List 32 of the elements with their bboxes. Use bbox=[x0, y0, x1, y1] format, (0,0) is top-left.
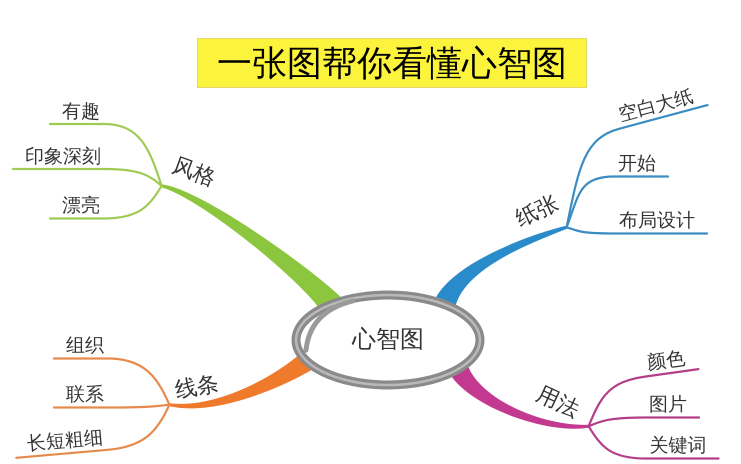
branch-line bbox=[588, 425, 720, 460]
branch-line bbox=[566, 175, 670, 228]
branch-label: 风格 bbox=[170, 154, 218, 190]
center-label: 心智图 bbox=[352, 328, 424, 352]
leaf-label: 图片 bbox=[649, 396, 687, 414]
branch-line bbox=[588, 416, 700, 428]
branch-label: 纸张 bbox=[512, 192, 562, 230]
branch-line bbox=[588, 368, 700, 428]
branch-line bbox=[48, 184, 163, 220]
leaf-label: 联系 bbox=[66, 386, 104, 404]
branch-line bbox=[52, 404, 170, 409]
leaf-label: 关键词 bbox=[650, 436, 706, 456]
leaf-label: 开始 bbox=[618, 154, 656, 174]
leaf-label: 布局设计 bbox=[619, 212, 695, 230]
branch-line bbox=[15, 404, 170, 459]
branch-label: 线条 bbox=[173, 372, 221, 402]
leaf-label: 漂亮 bbox=[62, 196, 100, 216]
branch-line bbox=[566, 104, 709, 228]
branch-line bbox=[566, 226, 708, 235]
leaf-label: 印象深刻 bbox=[25, 147, 101, 166]
branch-line bbox=[48, 122, 163, 187]
leaf-label: 有趣 bbox=[62, 102, 100, 121]
leaf-label: 颜色 bbox=[646, 348, 686, 374]
branch-label: 用法 bbox=[533, 382, 583, 422]
center-ellipse bbox=[290, 289, 486, 391]
title-banner: 一张图帮你看懂心智图 bbox=[197, 38, 587, 88]
leaf-label: 组织 bbox=[66, 336, 104, 356]
leaf-label: 空白大纸 bbox=[616, 87, 696, 125]
main-branch bbox=[449, 364, 589, 429]
branch-line bbox=[12, 168, 163, 187]
leaf-label: 长短粗细 bbox=[26, 428, 104, 454]
branch-line bbox=[52, 357, 170, 406]
